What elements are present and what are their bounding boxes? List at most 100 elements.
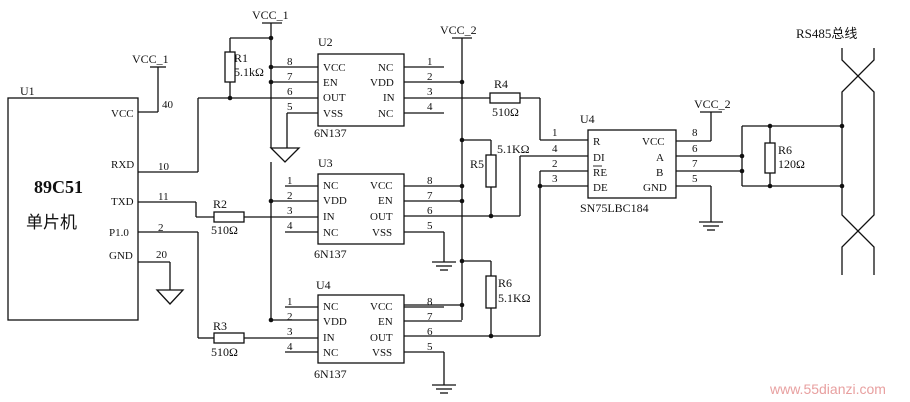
vcc2-label-xcvr: VCC_2 bbox=[694, 97, 731, 111]
r6-terminator-value: 120Ω bbox=[778, 157, 805, 171]
u3-pin-vss: VSS bbox=[372, 227, 392, 239]
vcc1-label-top: VCC_1 bbox=[252, 8, 289, 22]
xcvr-body bbox=[587, 129, 677, 199]
mcu-body bbox=[7, 97, 139, 321]
r2-ref: R2 bbox=[213, 197, 227, 211]
xcvr-pin-r: R bbox=[593, 136, 601, 148]
u3-num-5: 5 bbox=[427, 220, 433, 232]
r5: R5 5.1KΩ bbox=[404, 139, 530, 219]
u4-pin-vss: VSS bbox=[372, 347, 392, 359]
u4-num-8: 8 bbox=[427, 296, 433, 308]
xcvr-num-1: 1 bbox=[552, 127, 558, 139]
mcu-pin-name-vcc: VCC bbox=[111, 108, 134, 120]
u2-body bbox=[317, 53, 405, 127]
r6-pullup: R6 5.1KΩ bbox=[462, 260, 531, 339]
vcc2-label-mid: VCC_2 bbox=[440, 23, 477, 37]
xcvr-pin-re: RE bbox=[593, 167, 607, 179]
u3-num-6: 6 bbox=[427, 205, 433, 217]
u3-ground-icon bbox=[432, 261, 456, 271]
xcvr-ref: U4 bbox=[580, 112, 595, 126]
r1: R1 5.1kΩ bbox=[224, 51, 264, 101]
u2-pin-nc1: NC bbox=[378, 62, 393, 74]
u3-pin-in: IN bbox=[323, 211, 335, 223]
u4-num-1: 1 bbox=[287, 296, 293, 308]
u2-num-8: 8 bbox=[287, 56, 293, 68]
u2-pin-out: OUT bbox=[323, 92, 346, 104]
r5-body bbox=[485, 154, 497, 188]
r3: R3 510Ω bbox=[138, 231, 318, 359]
r3-body bbox=[213, 332, 245, 344]
u4-body bbox=[317, 294, 405, 364]
xcvr-pin-de: DE bbox=[593, 182, 608, 194]
r6-pullup-body bbox=[485, 275, 497, 309]
r3-value: 510Ω bbox=[211, 345, 238, 359]
u4-pin-nc4: NC bbox=[323, 347, 338, 359]
u2-ref: U2 bbox=[318, 35, 333, 49]
watermark: www.55dianzi.com bbox=[769, 381, 886, 397]
bus-line-b bbox=[841, 48, 875, 275]
mcu-pin-name-p10: P1.0 bbox=[109, 227, 129, 239]
u2-num-5: 5 bbox=[287, 101, 293, 113]
u4-pin-out: OUT bbox=[370, 332, 393, 344]
opto-u3: U3 NC VDD IN NC VCC EN OUT VSS 1 2 3 4 8… bbox=[287, 156, 433, 261]
xcvr-pin-gnd: GND bbox=[643, 182, 667, 194]
u4-num-5: 5 bbox=[427, 341, 433, 353]
mcu-pin-num-11: 11 bbox=[158, 191, 169, 203]
u2-num-7: 7 bbox=[287, 71, 293, 83]
opto-u4: U4 NC VDD IN NC VCC EN OUT VSS 1 2 3 4 8… bbox=[287, 278, 433, 381]
u2-pin-vdd: VDD bbox=[370, 77, 394, 89]
mcu-gnd-net bbox=[138, 261, 185, 305]
u4-part: 6N137 bbox=[314, 367, 347, 381]
r6-pullup-ref: R6 bbox=[498, 276, 512, 290]
u4-pin-vcc: VCC bbox=[370, 301, 393, 313]
u3-num-4: 4 bbox=[287, 220, 293, 232]
mcu-pin-num-40: 40 bbox=[162, 99, 174, 111]
u2-pin-vss: VSS bbox=[323, 108, 343, 120]
u3-body bbox=[317, 173, 405, 245]
r6-terminator: R6 120Ω bbox=[739, 123, 842, 189]
u3-num-8: 8 bbox=[427, 175, 433, 187]
xcvr-num-7: 7 bbox=[692, 158, 698, 170]
xcvr-num-5: 5 bbox=[692, 173, 698, 185]
u3-part: 6N137 bbox=[314, 247, 347, 261]
u3-num-3: 3 bbox=[287, 205, 293, 217]
u2-num-2: 2 bbox=[427, 71, 433, 83]
u3-ref: U3 bbox=[318, 156, 333, 170]
u3-num-7: 7 bbox=[427, 190, 433, 202]
u4-pin-nc1: NC bbox=[323, 301, 338, 313]
u2-num-3: 3 bbox=[427, 86, 433, 98]
u3-pin-out: OUT bbox=[370, 211, 393, 223]
r4-body bbox=[489, 92, 521, 104]
u4-ground-icon bbox=[432, 384, 456, 394]
mcu-pin-num-10: 10 bbox=[158, 161, 170, 173]
mcu-pin-name-rxd: RXD bbox=[111, 159, 134, 171]
u4-pin-en: EN bbox=[378, 316, 393, 328]
u3-num-2: 2 bbox=[287, 190, 293, 202]
mcu-ground-icon bbox=[155, 289, 185, 305]
u3-pin-vdd: VDD bbox=[323, 195, 347, 207]
xcvr-ground-icon bbox=[699, 221, 723, 231]
u3-pin-en: EN bbox=[378, 195, 393, 207]
mcu-u1: U1 89C51 单片机 VCC RXD TXD P1.0 GND 40 10 … bbox=[7, 84, 174, 321]
rs485-bus: RS485总线 bbox=[796, 26, 875, 275]
mcu-name: 89C51 bbox=[34, 177, 83, 197]
u4-num-7: 7 bbox=[427, 311, 433, 323]
xcvr-num-4: 4 bbox=[552, 143, 558, 155]
u4-num-2: 2 bbox=[287, 311, 293, 323]
r5-ref: R5 bbox=[470, 157, 484, 171]
vcc1-bus: VCC_1 bbox=[229, 8, 301, 163]
u2-pin-vcc: VCC bbox=[323, 62, 346, 74]
r1-ref: R1 bbox=[234, 51, 248, 65]
bus-label: RS485总线 bbox=[796, 26, 857, 41]
mcu-pin-num-20: 20 bbox=[156, 249, 168, 261]
r6-terminator-ref: R6 bbox=[778, 143, 792, 157]
u3-num-1: 1 bbox=[287, 175, 293, 187]
mcu-ref: U1 bbox=[20, 84, 35, 98]
transceiver-u4: U4 R DI RE DE VCC A B GND 1 4 2 3 8 6 7 … bbox=[552, 112, 698, 215]
u2-pin-nc4: NC bbox=[378, 108, 393, 120]
u4-num-4: 4 bbox=[287, 341, 293, 353]
xcvr-pin-di: DI bbox=[593, 152, 605, 164]
opto-u2: U2 VCC EN OUT VSS NC VDD IN NC 8 7 6 5 1… bbox=[287, 35, 433, 140]
u2-pin-in: IN bbox=[383, 92, 395, 104]
